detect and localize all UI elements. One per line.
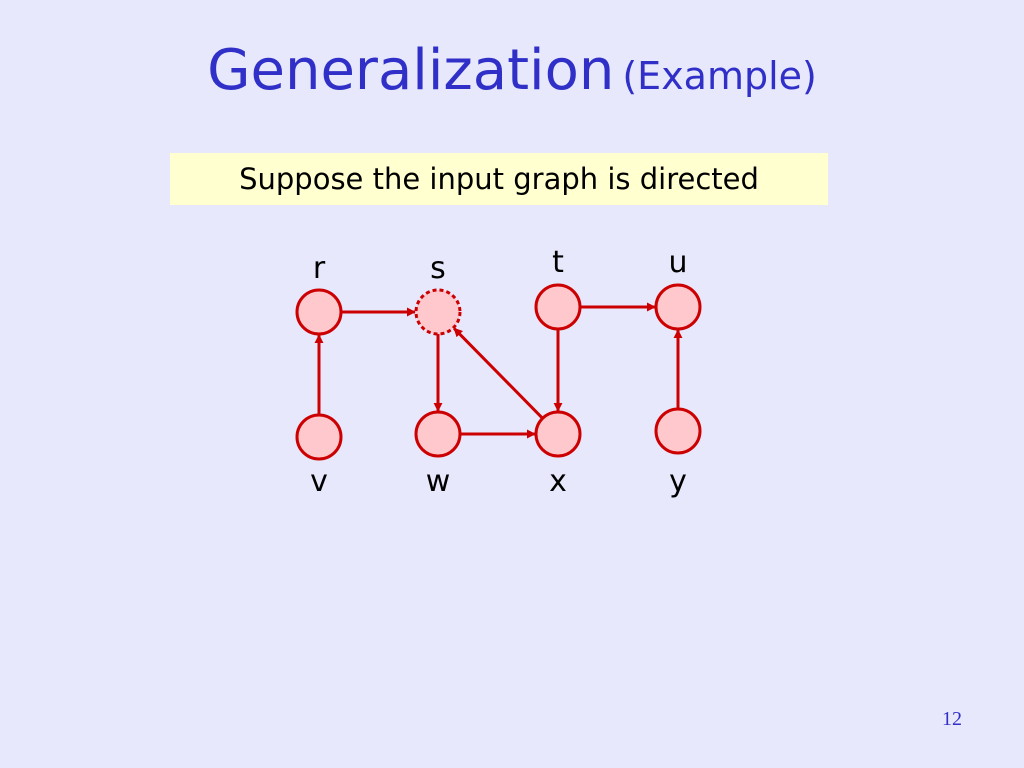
page-number: 12 <box>942 708 962 730</box>
node-x <box>534 410 582 458</box>
node-s <box>414 288 462 336</box>
node-v <box>295 413 343 461</box>
node-label-y: y <box>669 464 687 499</box>
title-sub: (Example) <box>622 54 817 98</box>
callout-box: Suppose the input graph is directed <box>170 153 828 205</box>
node-label-u: u <box>668 245 687 280</box>
node-y <box>654 407 702 455</box>
node-r <box>295 288 343 336</box>
node-label-r: r <box>313 251 326 286</box>
node-label-v: v <box>310 464 328 499</box>
node-label-w: w <box>426 464 451 499</box>
callout-text: Suppose the input graph is directed <box>239 162 759 196</box>
slide-title: Generalization(Example) <box>0 38 1024 103</box>
node-t <box>534 283 582 331</box>
edge-x-s <box>453 327 544 420</box>
node-u <box>654 283 702 331</box>
node-label-t: t <box>552 245 564 280</box>
title-main: Generalization <box>207 38 615 103</box>
node-label-x: x <box>549 464 567 499</box>
node-w <box>414 410 462 458</box>
node-label-s: s <box>430 251 446 286</box>
